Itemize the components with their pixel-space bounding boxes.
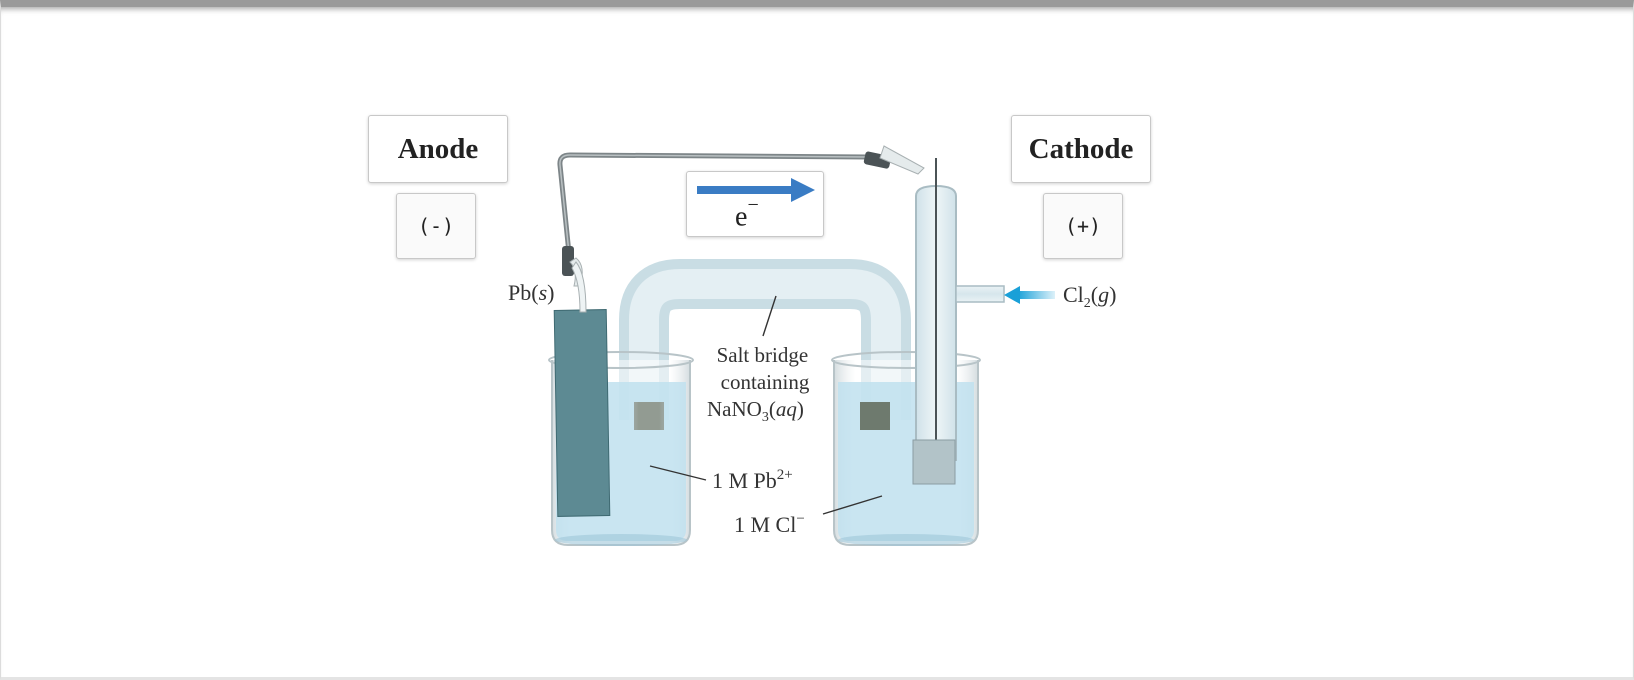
cathode-label: Cathode <box>1028 132 1134 165</box>
anode-label-box[interactable]: Anode <box>368 115 508 183</box>
cathode-sign-box[interactable]: (+) <box>1043 193 1123 259</box>
anode-sign-box[interactable]: (-) <box>396 193 476 259</box>
cathode-label-box[interactable]: Cathode <box>1011 115 1151 183</box>
electron-flow-arrow-icon <box>697 178 815 202</box>
electron-label: e− <box>735 194 759 233</box>
anode-sign-label: (-) <box>417 214 455 238</box>
cathode-sign-label: (+) <box>1064 214 1102 238</box>
electron-flow-box[interactable]: e− <box>686 171 824 237</box>
anode-label: Anode <box>397 132 479 165</box>
